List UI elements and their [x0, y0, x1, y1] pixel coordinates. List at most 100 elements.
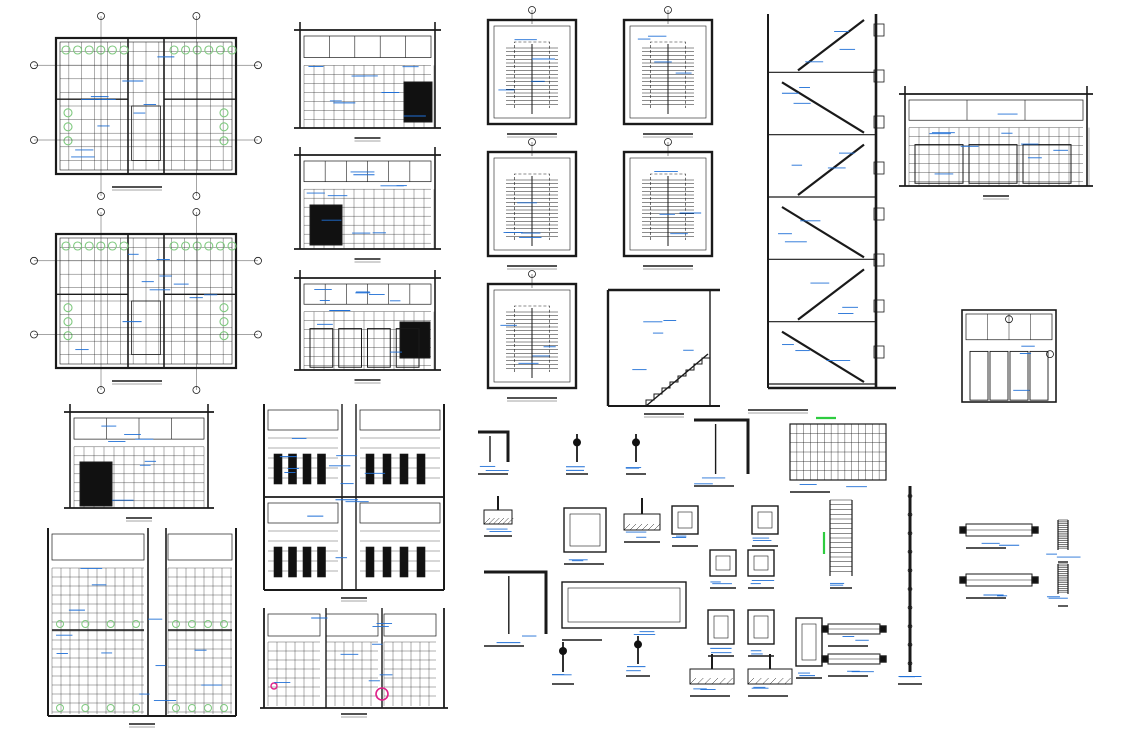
rebar: [907, 530, 913, 536]
fixture: [172, 704, 180, 712]
post-head: [573, 438, 581, 447]
elevation-f: [260, 608, 448, 718]
wc-fixture: [181, 241, 191, 251]
grid-bubble: [30, 61, 38, 70]
fixture: [106, 704, 115, 712]
grid-bubble: [30, 330, 38, 339]
dark-cubicle: [273, 453, 283, 485]
urinal-fixture: [219, 108, 229, 118]
stair-plans: [486, 6, 714, 402]
wc-fixture: [119, 241, 129, 251]
stair-flight: [781, 206, 865, 258]
rebar: [907, 568, 913, 573]
detail-box: [795, 617, 823, 679]
door-elevation: [961, 309, 1057, 403]
detail-footing: [689, 654, 735, 697]
detail-box: [561, 581, 687, 641]
rebar: [907, 661, 913, 666]
fixture: [132, 704, 140, 712]
view-title-mark: [129, 723, 155, 728]
stair-plan-5: [486, 270, 578, 402]
toilet-plan-lower: [30, 208, 262, 394]
wc-fixture: [107, 45, 117, 55]
detail-window: [959, 523, 1039, 549]
detail-box: [747, 609, 775, 657]
grid-bubble: [97, 12, 105, 20]
fixture: [204, 704, 212, 712]
dark-panel: [399, 321, 431, 359]
wc-fixture: [215, 241, 225, 251]
stair-flight: [781, 81, 865, 134]
post-head: [559, 647, 567, 655]
urinal-fixture: [219, 317, 229, 327]
urinal-fixture: [63, 136, 73, 146]
dark-panel: [79, 461, 113, 507]
fixture: [56, 620, 64, 628]
wc-fixture: [73, 45, 83, 55]
fixture: [204, 620, 212, 628]
fixture: [106, 620, 115, 628]
section-left-tall: [47, 528, 237, 728]
stair-flight: [781, 331, 865, 383]
wc-fixture: [61, 45, 71, 55]
view-title-mark: [507, 265, 557, 270]
wall-corner: [484, 570, 548, 634]
urinal-fixture: [219, 122, 229, 132]
grid-bubble: [192, 12, 201, 20]
view-title-mark: [643, 133, 693, 138]
detail-post: [552, 642, 574, 685]
wall-corner: [478, 430, 510, 462]
toilet-plan-upper: [30, 12, 262, 200]
view-title-mark: [354, 137, 381, 142]
rebar: [907, 605, 913, 610]
urinal-fixture: [219, 303, 229, 313]
elevation-c: [294, 270, 441, 384]
detail-column: [898, 486, 922, 685]
wc-fixture: [227, 45, 237, 55]
detail-box: [707, 609, 735, 657]
view-title-mark: [341, 597, 367, 602]
view-title-mark: [983, 195, 1009, 200]
wc-fixture: [181, 45, 191, 55]
urinal-fixture: [63, 122, 73, 132]
view-title-mark: [341, 713, 367, 718]
fixture: [172, 620, 180, 628]
grid-bubble: [254, 256, 262, 265]
detail-corner: [484, 570, 548, 647]
wc-fixture: [61, 241, 71, 251]
grid-bubble: [97, 386, 105, 394]
detail-window: [821, 623, 887, 647]
grid-bubble: [192, 386, 201, 394]
elevation-b: [294, 147, 441, 263]
grid-bubble: [528, 6, 536, 14]
post-head: [634, 640, 642, 649]
wc-fixture: [227, 241, 237, 251]
urinal-fixture: [219, 331, 229, 341]
dark-cubicle: [365, 546, 375, 578]
detail-box: [747, 549, 775, 589]
lower-sections: [47, 404, 448, 728]
wc-fixture: [107, 241, 117, 251]
urinal-fixture: [63, 317, 73, 327]
grid-bubble: [664, 6, 672, 14]
urinal-fixture: [63, 108, 73, 118]
elevation-d: [899, 86, 1093, 200]
wall-elevations: [294, 22, 441, 384]
fixture: [81, 620, 90, 628]
rebar: [907, 623, 913, 629]
toilet-floor-plans: [30, 12, 262, 394]
dark-cubicle: [302, 546, 312, 578]
wc-fixture: [84, 241, 94, 251]
dark-cubicle: [382, 546, 392, 578]
view-title-mark: [507, 397, 557, 402]
rebar: [907, 586, 913, 592]
construction-details: [478, 416, 1081, 697]
grid-bubble: [97, 208, 105, 216]
grid-bubble: [192, 192, 201, 200]
walk-line: [650, 41, 686, 108]
wc-fixture: [73, 241, 83, 251]
elevation-a: [294, 22, 441, 142]
view-title-mark: [126, 517, 152, 522]
stair-section-small: [606, 288, 720, 418]
